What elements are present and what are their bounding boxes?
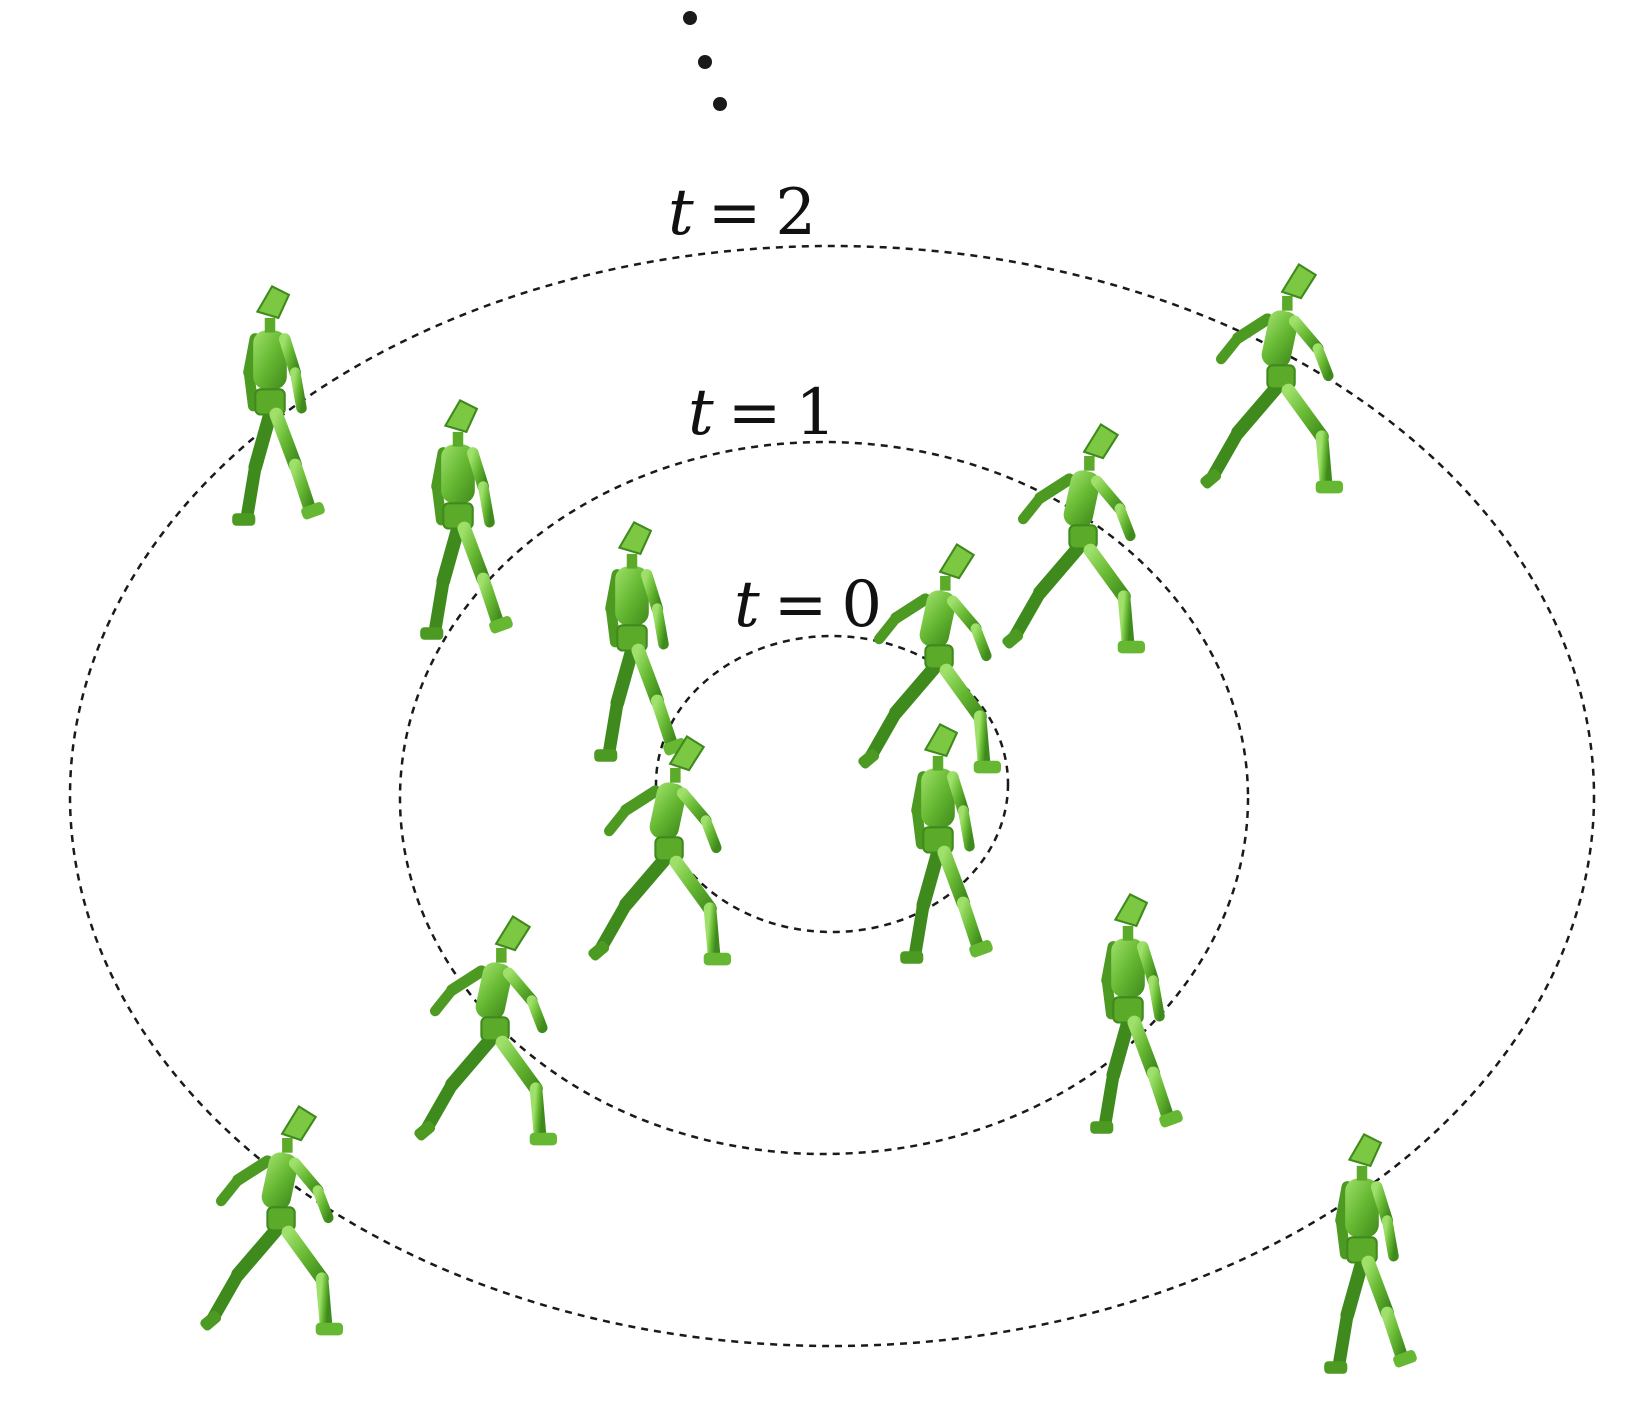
ellipsis-dot — [698, 55, 712, 69]
walking-humanoid-icon — [587, 737, 731, 966]
ellipsis-dot — [683, 11, 697, 25]
ring-t1 — [398, 440, 1250, 1156]
walking-humanoid-icon — [232, 286, 326, 525]
walking-humanoid-icon — [1199, 265, 1343, 494]
walking-humanoid-icon — [199, 1107, 343, 1336]
ring-label-t0: t=0 — [734, 568, 882, 642]
walking-humanoid-icon — [1324, 1134, 1418, 1373]
ring-t2 — [68, 244, 1596, 1348]
vertical-ellipsis-icon — [683, 11, 727, 111]
walking-humanoid-icon — [1001, 425, 1145, 654]
ring-label-t1: t=1 — [688, 376, 836, 450]
ring-t0 — [654, 634, 1010, 934]
walking-humanoid-icon — [1090, 894, 1184, 1133]
ring-label-t2: t=2 — [668, 176, 816, 250]
ellipsis-dot — [713, 97, 727, 111]
walking-humanoid-icon — [594, 522, 688, 761]
walking-humanoid-icon — [413, 917, 557, 1146]
rings — [68, 244, 1596, 1348]
